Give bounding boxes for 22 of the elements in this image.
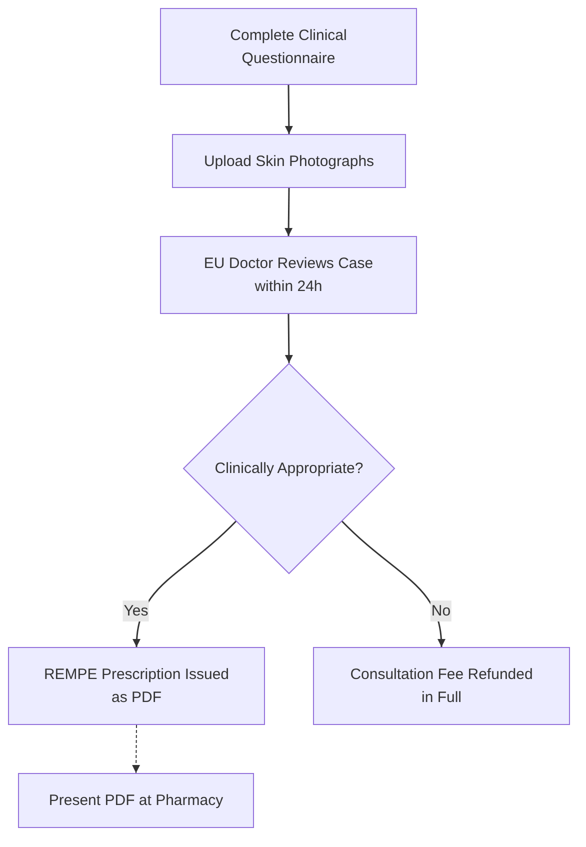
arrow — [284, 85, 293, 134]
process-box — [18, 773, 254, 828]
step-label: Present PDF at Pharmacy — [48, 791, 224, 811]
process-box — [160, 8, 417, 85]
arrow — [341, 520, 445, 648]
dashed-arrow — [132, 724, 140, 774]
edge-label: No — [430, 600, 452, 622]
decision-diamond — [183, 363, 395, 574]
step-label: Upload Skin Photographs — [204, 152, 374, 172]
step-label: REMPE Prescription Issued as PDF — [42, 665, 230, 708]
step-label: EU Doctor Reviews Case within 24h — [202, 254, 374, 297]
process-box — [8, 647, 265, 725]
edge-label: Yes — [122, 600, 150, 622]
process-box — [160, 236, 417, 314]
arrow — [133, 520, 237, 648]
process-box — [313, 647, 570, 725]
step-label: Consultation Fee Refunded in Full — [349, 665, 534, 708]
question-label: Clinically Appropriate? — [214, 459, 364, 479]
arrow — [284, 188, 293, 236]
step-label: Complete Clinical Questionnaire — [229, 26, 348, 68]
process-box — [172, 134, 406, 188]
arrow — [284, 314, 293, 363]
